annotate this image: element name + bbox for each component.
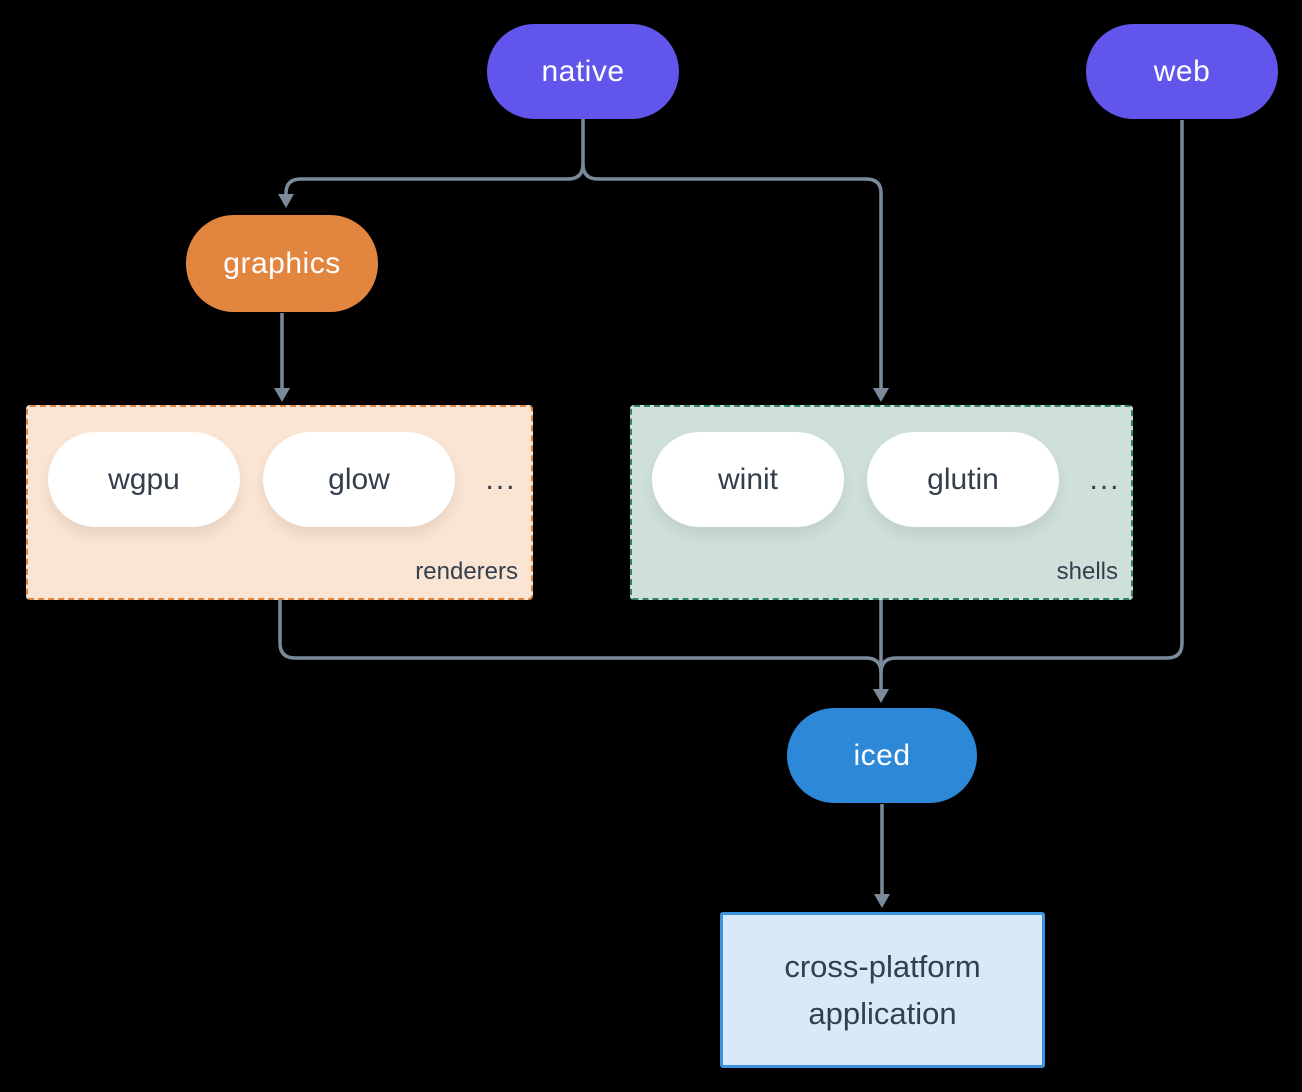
node-glutin: glutin — [867, 432, 1059, 527]
shells-label: shells — [1056, 558, 1118, 585]
line-web-to-merge — [896, 120, 1184, 660]
node-web: web — [1086, 24, 1278, 119]
node-cross-platform-application: cross-platform application — [720, 912, 1045, 1068]
app-label-line2: application — [808, 996, 957, 1031]
node-wgpu: wgpu — [48, 432, 240, 527]
arrow-into-renderers — [274, 388, 290, 402]
arrow-into-iced — [873, 689, 889, 703]
node-web-label: web — [1153, 54, 1211, 88]
node-glow: glow — [263, 432, 455, 527]
merge-curve-right — [879, 656, 897, 674]
line-native-to-shells — [581, 163, 883, 390]
group-renderers: wgpu glow ... renderers — [26, 405, 533, 600]
arrow-into-shells — [873, 388, 889, 402]
line-renderers-to-merge — [278, 600, 866, 660]
shells-row: winit glutin ... — [652, 432, 1128, 527]
node-native-label: native — [541, 54, 625, 88]
renderers-ellipsis: ... — [485, 462, 517, 496]
arrow-into-graphics — [278, 194, 294, 208]
node-native: native — [487, 24, 679, 119]
node-iced: iced — [787, 708, 977, 803]
arrowheads — [274, 194, 890, 908]
node-iced-label: iced — [853, 738, 911, 772]
connector-paths — [278, 119, 1184, 896]
node-graphics-label: graphics — [223, 246, 341, 280]
renderers-row: wgpu glow ... — [48, 432, 524, 527]
node-glutin-label: glutin — [927, 462, 999, 496]
node-glow-label: glow — [328, 462, 390, 496]
arrow-into-app — [874, 894, 890, 908]
renderers-label: renderers — [415, 558, 518, 585]
node-graphics: graphics — [186, 215, 378, 312]
node-winit: winit — [652, 432, 844, 527]
node-wgpu-label: wgpu — [108, 462, 180, 496]
node-winit-label: winit — [717, 462, 778, 496]
group-shells: winit glutin ... shells — [630, 405, 1133, 600]
merge-curve-left — [865, 656, 883, 674]
app-label-line1: cross-platform — [784, 949, 981, 984]
line-native-to-graphics — [284, 163, 585, 195]
shells-ellipsis: ... — [1089, 462, 1121, 496]
